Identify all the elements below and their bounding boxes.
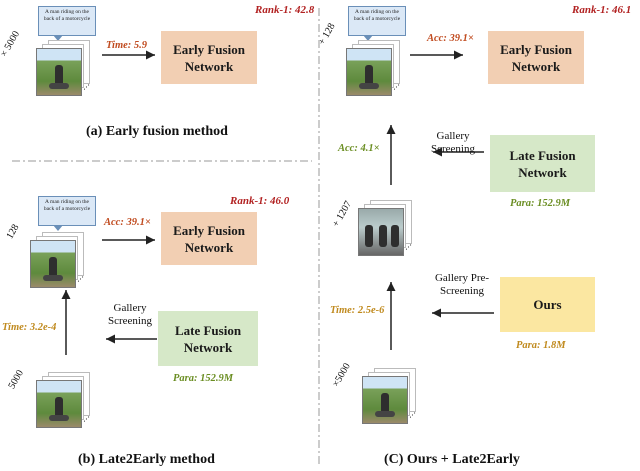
prescreen-c: Gallery Pre-Screening <box>430 272 494 298</box>
caption-b: (b) Late2Early method <box>78 452 215 467</box>
rank-c: Rank-1: 46.1 <box>572 4 632 16</box>
para-b: Para: 152.9M <box>173 373 234 384</box>
gallery-screening-c-text: Gallery Screening <box>431 130 475 155</box>
gallery-screening-b: Gallery Screening <box>104 302 156 328</box>
time-b: Time: 3.2e-4 <box>2 322 57 333</box>
caption-c: (C) Ours + Late2Early <box>384 452 520 467</box>
caption-bubble-b: A man riding on the back of a motorcycle <box>38 196 96 231</box>
late-fusion-label-c: Late Fusion Network <box>509 147 576 180</box>
time-a: Time: 5.9 <box>106 40 148 51</box>
early-fusion-box-c: Early Fusion Network <box>488 31 584 84</box>
late-fusion-box-b: Late Fusion Network <box>158 311 258 366</box>
early-fusion-label-c: Early Fusion Network <box>500 41 572 74</box>
late-fusion-box-c: Late Fusion Network <box>490 135 595 192</box>
acc-c-mid: Acc: 4.1× <box>338 143 380 154</box>
late-fusion-label-b: Late Fusion Network <box>174 322 242 355</box>
para-c-late: Para: 152.9M <box>510 198 571 209</box>
prescreen-c-text: Gallery Pre-Screening <box>434 272 490 297</box>
ours-box-c: Ours <box>500 277 595 332</box>
caption-bubble-a: A man riding on the back of a motorcycle <box>38 6 96 41</box>
para-c-ours: Para: 1.8M <box>516 340 566 351</box>
gallery-screening-c: Gallery Screening <box>427 130 479 156</box>
gallery-screening-b-text: Gallery Screening <box>108 302 152 327</box>
early-fusion-label-a: Early Fusion Network <box>173 41 245 74</box>
acc-c-top: Acc: 39.1× <box>427 33 474 44</box>
early-fusion-label-b: Early Fusion Network <box>173 222 245 255</box>
caption-a: (a) Early fusion method <box>86 124 228 139</box>
caption-bubble-c: A man riding on the back of a motorcycle <box>348 6 406 41</box>
time-c: Time: 2.5e-6 <box>330 305 385 316</box>
ours-label-c: Ours <box>533 297 562 312</box>
rank-a: Rank-1: 42.8 <box>255 4 315 16</box>
early-fusion-box-b: Early Fusion Network <box>161 212 257 265</box>
early-fusion-box-a: Early Fusion Network <box>161 31 257 84</box>
acc-b: Acc: 39.1× <box>104 217 151 228</box>
rank-b: Rank-1: 46.0 <box>230 195 290 207</box>
